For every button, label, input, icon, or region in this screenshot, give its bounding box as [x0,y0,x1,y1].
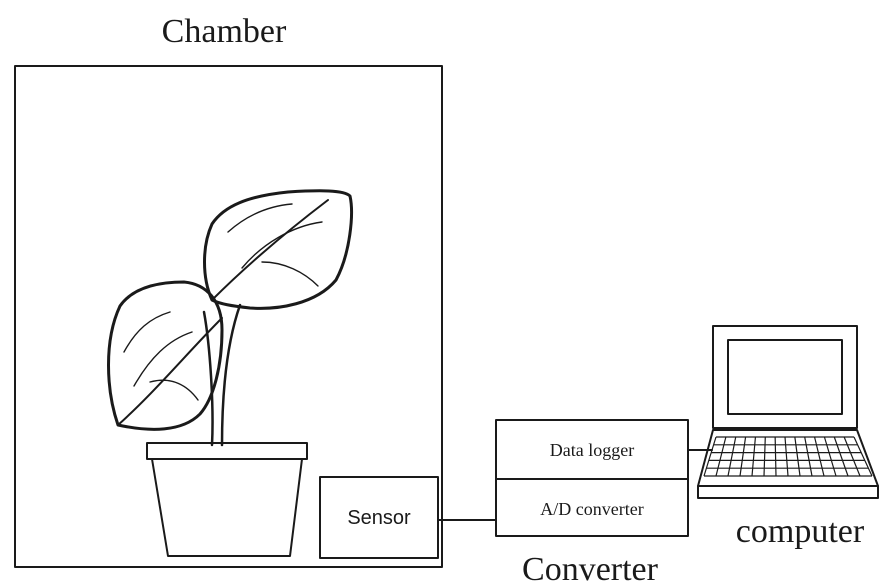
chamber-label: Chamber [162,13,287,50]
laptop-key-column-line [751,436,757,477]
plant-stem-left [202,310,214,447]
laptop-key-column-line [703,436,717,477]
plant-pot [146,442,308,557]
laptop-key-column-line [794,436,801,477]
laptop-key-column-line [813,436,825,477]
converter-label: Converter [522,551,659,584]
laptop-key-column-line [739,436,747,477]
plant [107,189,353,557]
plant-leaf-left [107,280,224,431]
computer-label: computer [736,513,865,550]
laptop-icon [697,325,879,499]
laptop-key-column-line [763,436,766,477]
sensor-box [319,476,439,559]
plant-leaf-right [203,189,353,310]
laptop-key-column-line [833,436,849,477]
laptop-key-column-line [853,436,873,477]
chamber-box [14,65,443,568]
laptop-key-column-line [843,436,861,477]
laptop-key-column-line [823,436,837,477]
laptop-lid [712,325,858,429]
laptop-key-column-line [804,436,813,477]
data-logger-label: Data logger [550,440,634,460]
laptop-key-column-line [774,436,777,477]
laptop-keys [703,436,873,477]
ad-converter-label: A/D converter [540,499,643,519]
converter: Data logger A/D converter [495,419,689,537]
laptop-key-column-line [727,436,737,477]
laptop-key-column-line [784,436,789,477]
plant-stem-right [220,303,242,447]
laptop-screen [727,339,843,415]
laptop-key-column-line [715,436,727,477]
laptop-base [697,485,879,499]
sensor-label: Sensor [347,507,411,529]
